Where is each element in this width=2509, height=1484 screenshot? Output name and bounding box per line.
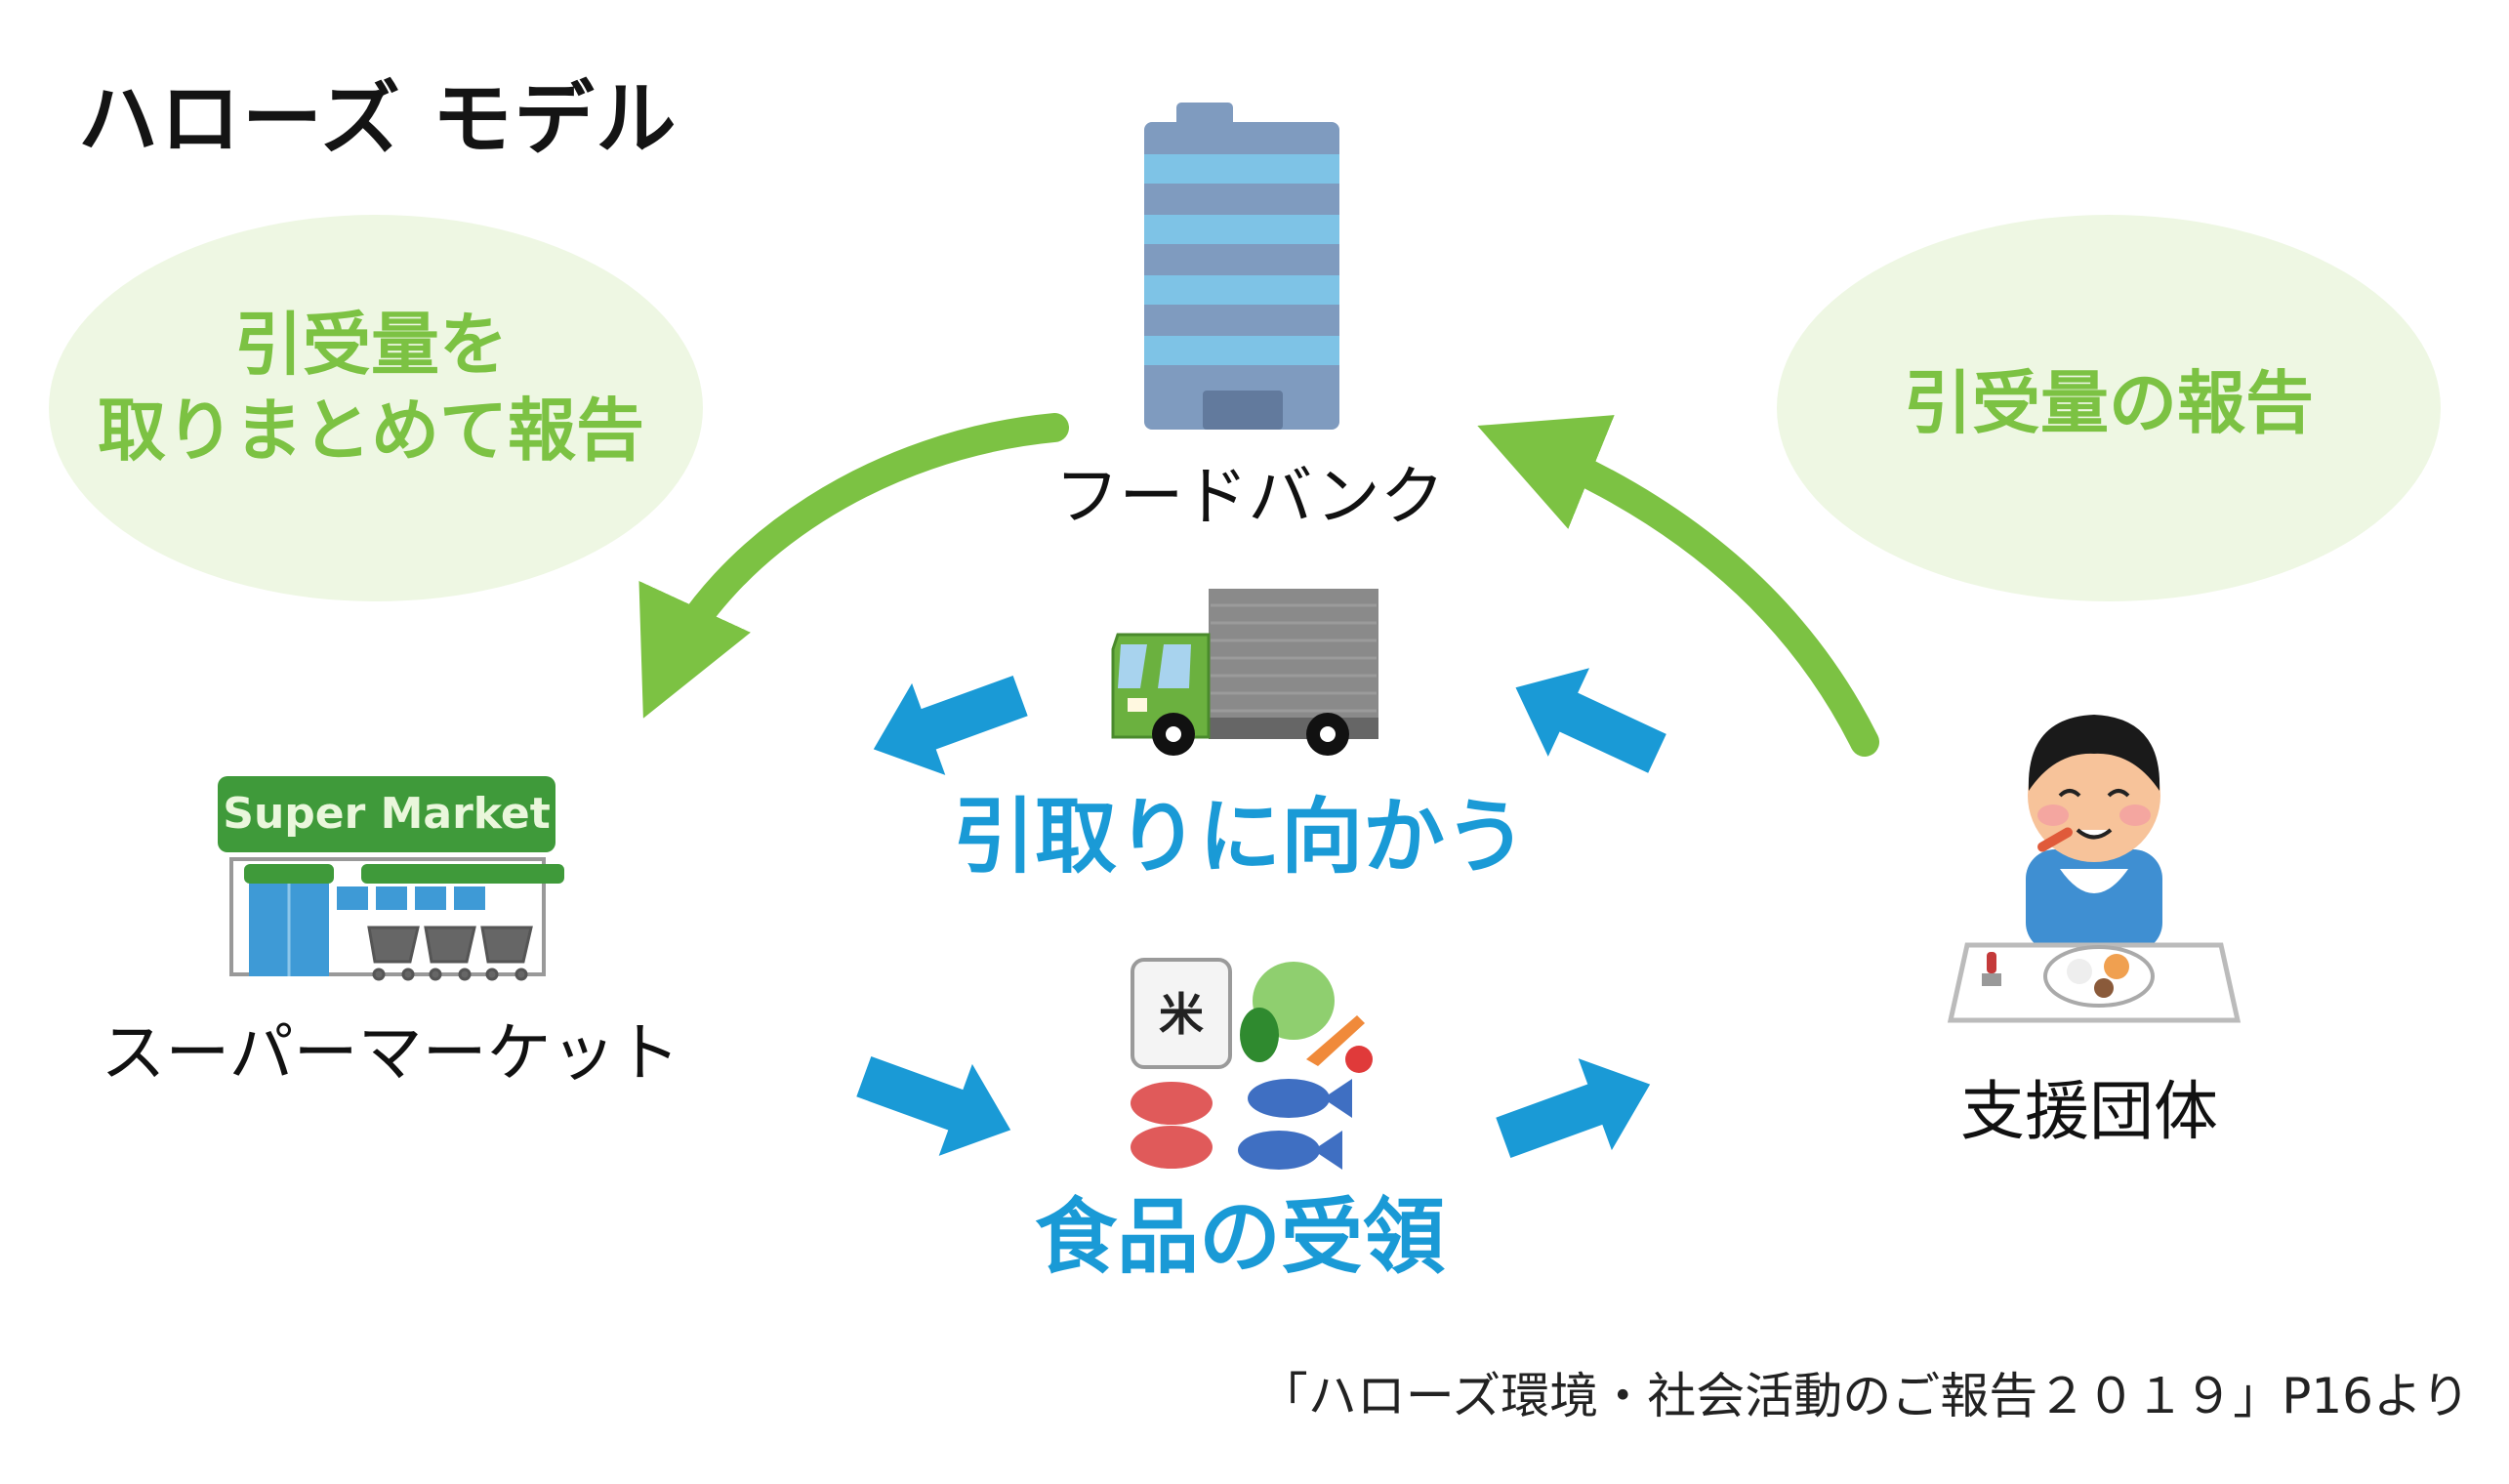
supermarket-label: スーパーマーケット [101,1015,680,1091]
blue-arrow-to-supermarket [873,675,1028,775]
delivery-truck-icon [1111,589,1378,756]
supermarket-sign-text: Super Market [223,789,551,839]
child-eating-icon [1947,715,2242,1023]
food-items-icon: 米 [1131,958,1373,1170]
food-bank-label: フードバンク [1054,459,1445,534]
source-citation: 「ハローズ環境・社会活動のご報告２０１９」P16より [1258,1368,2470,1424]
office-building-icon [1144,103,1339,430]
bubble-left-line1: 引受量を [234,305,508,385]
bubble-left [49,215,703,601]
supermarket-store-icon: Super Market [218,776,564,981]
page-title: ハローズ モデル [78,73,679,166]
green-arrow-foodbank-to-supermarket [638,413,1069,719]
blue-arrow-from-supermarket [856,1055,1011,1156]
support-org-label: 支援団体 [1960,1074,2218,1149]
pickup-action-label: 引取りに向かう [952,789,1527,885]
green-arrow-support-to-foodbank [1477,415,1879,757]
bubble-right-text: 引受量の報告 [1904,363,2314,443]
blue-arrow-from-support [1515,668,1666,773]
receive-action-label: 食品の受領 [1034,1189,1445,1285]
bubble-left-line2: 取りまとめて報告 [98,390,644,471]
bubble-right [1777,215,2441,601]
bubble-left-text: 引受量を 取りまとめて報告 [59,303,683,474]
rice-bag-mark: 米 [1159,988,1204,1041]
blue-arrow-to-support [1496,1058,1651,1159]
